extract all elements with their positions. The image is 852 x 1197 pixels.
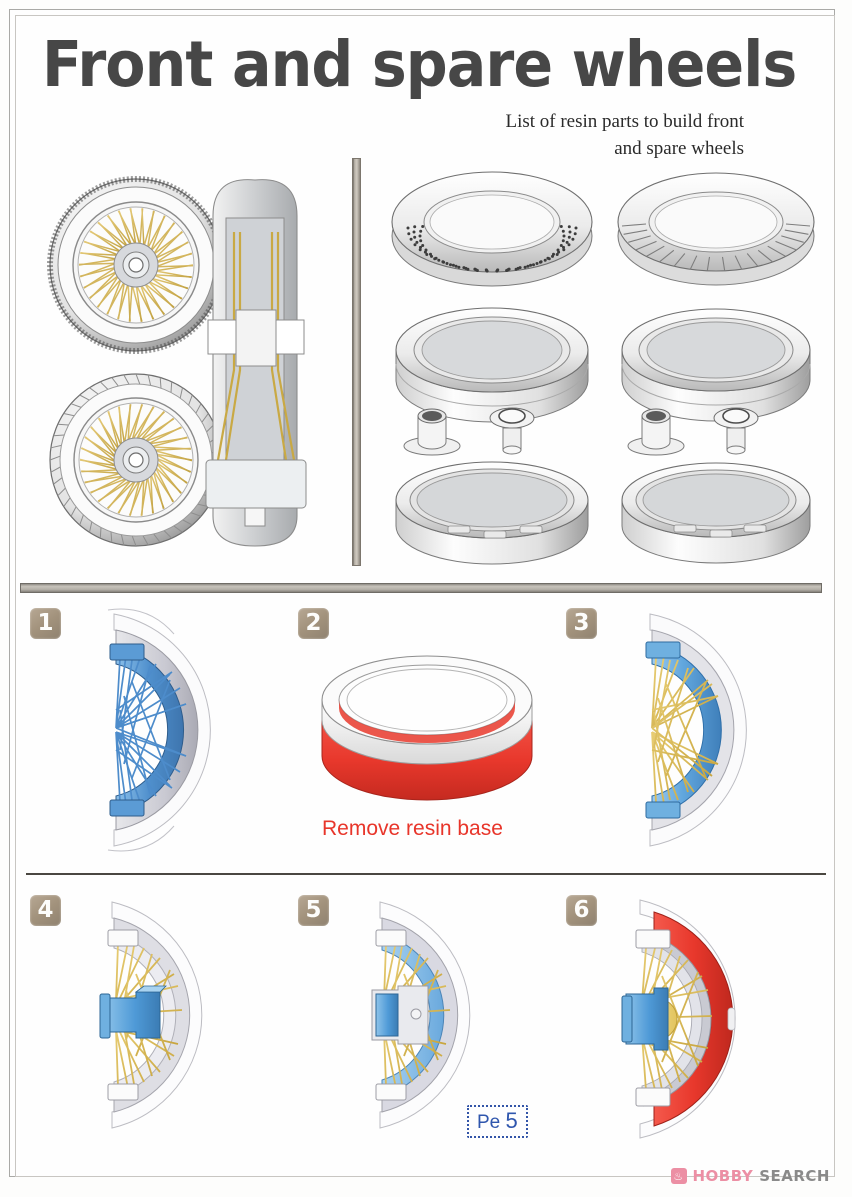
page-title: Front and spare wheels (42, 28, 797, 101)
subtitle-line-2: and spare wheels (614, 138, 744, 159)
step-badge-6: 6 (566, 895, 597, 926)
step-6-illustration (610, 890, 825, 1145)
part-hub-spindle-nut-right (713, 407, 759, 455)
step-badge-5: 5 (298, 895, 329, 926)
hobby-search-watermark: ♨ HOBBY SEARCH (670, 1167, 831, 1185)
step-badge-2: 2 (298, 608, 329, 639)
step-4-illustration (86, 890, 296, 1140)
part-rim-ring-front (395, 307, 589, 423)
page-subtitle: List of resin parts to build front and s… (324, 108, 744, 162)
horizontal-divider-bar (20, 583, 822, 593)
step-2-illustration (312, 655, 542, 810)
assembled-wheel-reference (40, 160, 340, 560)
watermark-brand-secondary: SEARCH (759, 1167, 830, 1185)
wheel-front-face (47, 176, 225, 354)
part-tire-ribbed (617, 172, 815, 286)
resin-parts-list (386, 160, 826, 565)
flame-icon: ♨ (670, 1168, 687, 1184)
step-5-illustration (354, 890, 564, 1140)
watermark-brand-primary: HOBBY (692, 1167, 754, 1185)
part-hub-spindle-nut-left (489, 407, 535, 455)
step-badge-3: 3 (566, 608, 597, 639)
step-badge-4: 4 (30, 895, 61, 926)
part-inner-rim-band-front (395, 461, 589, 565)
step-1-illustration (86, 600, 286, 860)
pe-tag-number: 5 (505, 1108, 518, 1133)
vertical-divider-bar (352, 158, 361, 566)
step-3-illustration (622, 600, 822, 860)
subtitle-line-1: List of resin parts to build front (505, 111, 744, 132)
horizontal-divider-line (26, 873, 826, 875)
part-tire-studded (391, 171, 593, 287)
wheel-edge-side-view (205, 179, 307, 547)
pe-part-tag: Pe 5 (467, 1105, 528, 1138)
remove-resin-base-note: Remove resin base (322, 817, 503, 840)
pe-tag-prefix: Pe (477, 1112, 501, 1133)
part-rim-ring-spare (621, 308, 811, 422)
wheel-spare-face (49, 373, 223, 547)
part-hub-bearing-cup-left (403, 408, 461, 456)
step-badge-1: 1 (30, 608, 61, 639)
part-inner-rim-band-spare (621, 462, 811, 564)
part-hub-bearing-cup-right (627, 408, 685, 456)
